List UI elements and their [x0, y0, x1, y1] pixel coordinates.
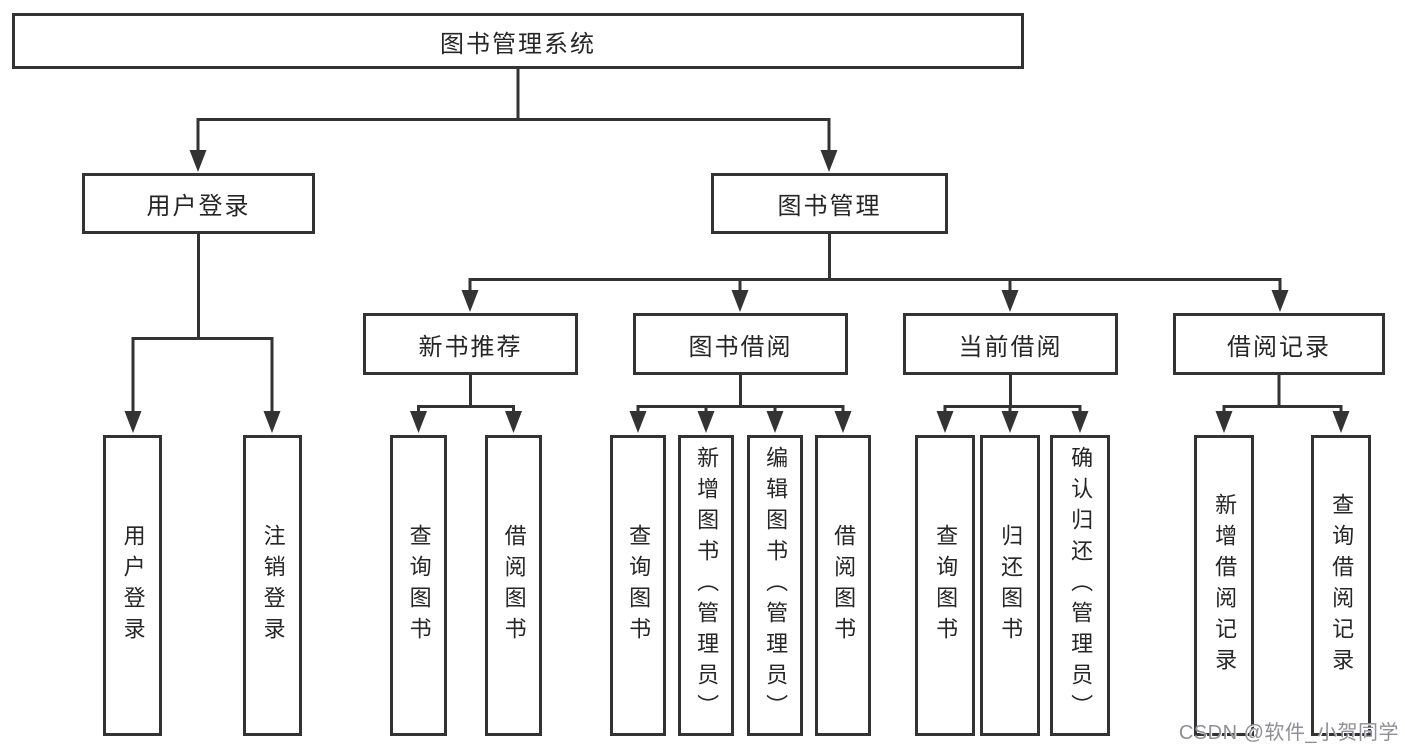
leaf-label: 查询借阅记录	[1329, 492, 1355, 679]
leaf-label: 编辑图书（管理员）	[763, 446, 789, 725]
leaf-user-login: 用户登录	[103, 435, 162, 736]
leaf-label: 借阅图书	[831, 523, 857, 648]
leaf-query-books-current: 查询图书	[915, 435, 975, 736]
leaf-logout: 注销登录	[243, 435, 302, 736]
leaf-label: 借阅图书	[501, 523, 527, 648]
leaf-add-book-admin: 新增图书（管理员）	[678, 435, 734, 736]
leaf-query-borrow-record: 查询借阅记录	[1311, 435, 1371, 736]
leaf-label: 查询图书	[626, 523, 652, 648]
leaf-label: 新增图书（管理员）	[694, 446, 720, 725]
leaf-query-books-borrowing: 查询图书	[610, 435, 666, 736]
node-book-management: 图书管理	[711, 173, 948, 234]
leaf-label: 查询图书	[933, 523, 959, 648]
leaf-borrow-books-recommend: 借阅图书	[485, 435, 542, 736]
leaf-confirm-return-admin: 确认归还（管理员）	[1050, 435, 1110, 736]
leaf-label: 新增借阅记录	[1212, 492, 1238, 679]
node-current-borrowing: 当前借阅	[903, 313, 1118, 375]
leaf-label: 归还图书	[998, 523, 1024, 648]
node-borrow-records: 借阅记录	[1173, 313, 1385, 375]
leaf-query-books-recommend: 查询图书	[390, 435, 447, 736]
leaf-return-book: 归还图书	[980, 435, 1040, 736]
node-root-library-system: 图书管理系统	[12, 13, 1024, 69]
csdn-watermark: CSDN @软件_小贺同学	[1178, 722, 1399, 744]
leaf-label: 注销登录	[260, 523, 286, 648]
node-new-book-recommend: 新书推荐	[363, 313, 578, 375]
leaf-label: 确认归还（管理员）	[1068, 446, 1094, 725]
leaf-label: 查询图书	[406, 523, 432, 648]
leaf-edit-book-admin: 编辑图书（管理员）	[747, 435, 803, 736]
leaf-borrow-books: 借阅图书	[815, 435, 871, 736]
node-user-login: 用户登录	[82, 173, 315, 234]
node-book-borrowing: 图书借阅	[633, 313, 848, 375]
leaf-add-borrow-record: 新增借阅记录	[1194, 435, 1254, 736]
leaf-label: 用户登录	[120, 523, 146, 648]
